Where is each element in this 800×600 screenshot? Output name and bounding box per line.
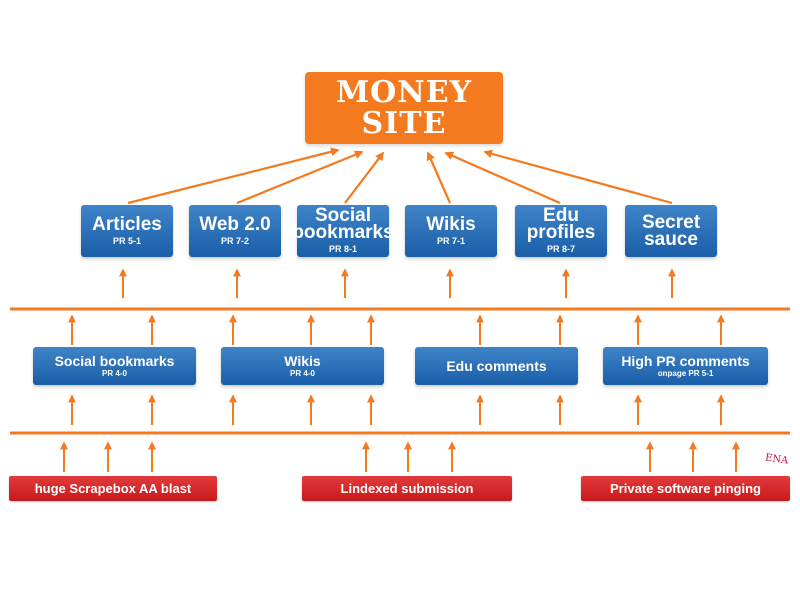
tier2-pr: PR 4-0	[290, 369, 315, 378]
tier2-box-wikis: Wikis PR 4-0	[221, 347, 384, 385]
arrow-edu-to-money	[444, 151, 561, 205]
money-site-line1: MONEY	[335, 75, 473, 110]
tier1-pr: PR 8-1	[328, 244, 357, 254]
tier1-title: Edu profiles	[526, 205, 596, 243]
tier1-box-social-bookmarks: Social bookmarks PR 8-1	[292, 205, 394, 257]
arrow-articles-to-money	[127, 147, 340, 205]
tier2-title: Social bookmarks	[54, 353, 175, 369]
tier1-pr: PR 8-7	[546, 244, 575, 254]
tier2-pr: PR 4-0	[102, 369, 127, 378]
tier2-pr: onpage PR 5-1	[657, 369, 714, 378]
arrow-secret-to-money	[483, 149, 673, 205]
tier3-box-private-pinging: Private software pinging	[581, 476, 790, 501]
tier1-box-secret-sauce: Secret sauce	[625, 205, 717, 257]
tier2-box-edu-comments: Edu comments	[415, 347, 578, 385]
arrow-web20-to-money	[236, 150, 364, 205]
tier1-pr: PR 7-1	[436, 235, 465, 246]
arrow-wikis-to-money	[426, 151, 452, 204]
tier3-box-scrapebox: huge Scrapebox AA blast	[9, 476, 217, 501]
tier2-title: High PR comments	[621, 353, 750, 369]
tier3-title: huge Scrapebox AA blast	[34, 481, 192, 496]
tier1-box-edu-profiles: Edu profiles PR 8-7	[515, 205, 607, 257]
tier2-title: Wikis	[284, 353, 321, 369]
arrow-social-to-money	[344, 151, 385, 204]
tier2-title: Edu comments	[446, 358, 547, 374]
tier2-box-social-bookmarks: Social bookmarks PR 4-0	[33, 347, 196, 385]
money-site-box: MONEY SITE	[305, 72, 503, 144]
tier1-box-web20: Web 2.0 PR 7-2	[189, 205, 281, 257]
tier2-box-high-pr-comments: High PR comments onpage PR 5-1	[603, 347, 768, 385]
tier1-title: Secret sauce	[641, 212, 701, 250]
tier1-box-articles: Articles PR 5-1	[81, 205, 173, 257]
tier1-title: Articles	[92, 213, 162, 235]
tier1-pr: PR 7-2	[220, 235, 249, 246]
tier1-title: Web 2.0	[199, 213, 271, 235]
tier1-title: Social bookmarks	[292, 205, 394, 243]
tier1-box-wikis: Wikis PR 7-1	[405, 205, 497, 257]
tier1-title: Wikis	[426, 213, 476, 235]
money-site-line2: SITE	[361, 106, 447, 141]
tier1-pr: PR 5-1	[112, 235, 141, 246]
tier3-title: Lindexed submission	[340, 481, 474, 496]
tier3-title: Private software pinging	[610, 481, 761, 496]
tier3-box-lindexed: Lindexed submission	[302, 476, 512, 501]
